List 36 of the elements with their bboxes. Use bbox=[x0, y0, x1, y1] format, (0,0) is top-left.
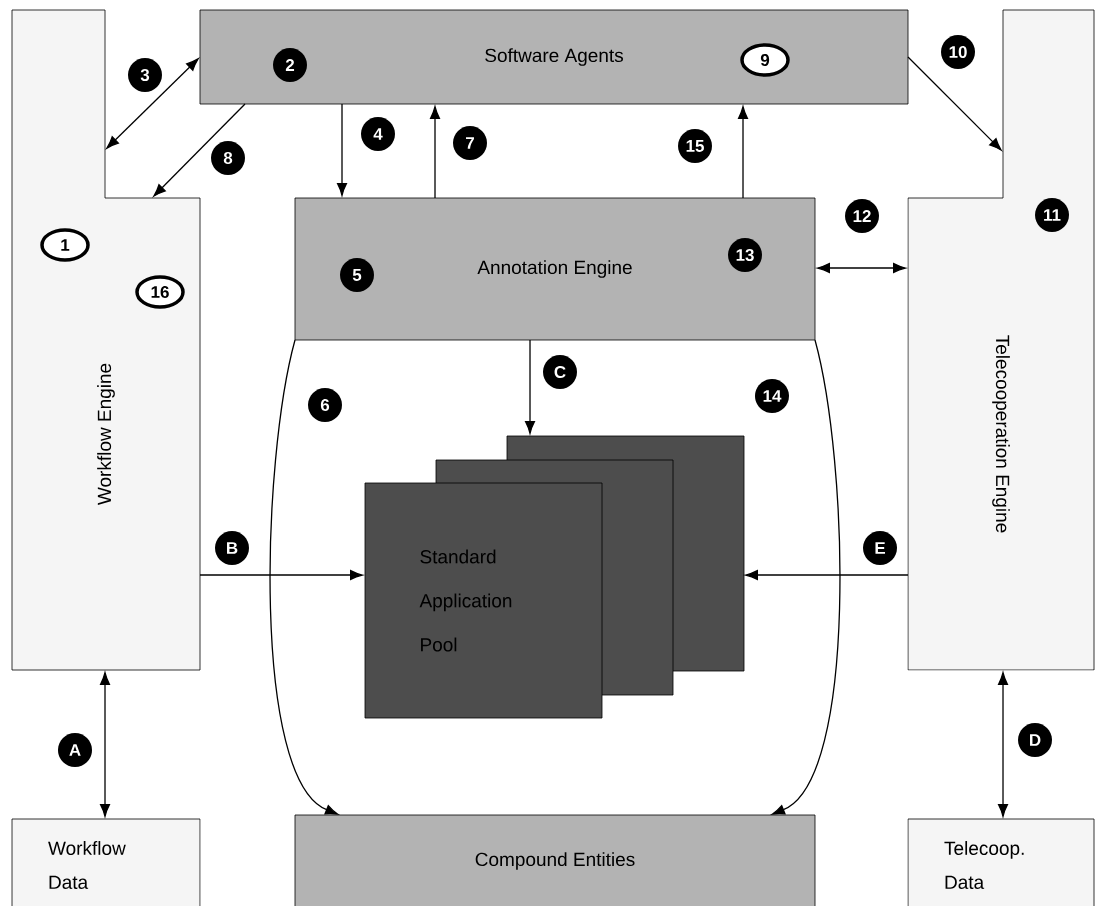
arrow bbox=[429, 106, 441, 199]
arrow bbox=[269, 339, 339, 815]
callout-number: E bbox=[863, 531, 897, 565]
stacked-sheets: Standard Application Pool bbox=[364, 435, 745, 719]
callout-number: 14 bbox=[755, 379, 789, 413]
callout-number: 3 bbox=[128, 58, 162, 92]
callout-number: B bbox=[215, 531, 249, 565]
callout-number: 6 bbox=[308, 388, 342, 422]
callout-number: 5 bbox=[340, 258, 374, 292]
callout-number: A bbox=[58, 733, 92, 767]
callout-number: 7 bbox=[453, 126, 487, 160]
arrow bbox=[738, 106, 749, 199]
data-box: Telecoop. Data bbox=[907, 818, 1095, 906]
arrow bbox=[998, 672, 1009, 817]
callout-number: 2 bbox=[273, 48, 307, 82]
callout-number: 12 bbox=[845, 199, 879, 233]
arrow bbox=[907, 56, 1002, 151]
arrow bbox=[524, 339, 536, 434]
callout-number: 10 bbox=[941, 35, 975, 69]
callout-number: 15 bbox=[678, 129, 712, 163]
callout-number: 4 bbox=[361, 117, 395, 151]
arrow bbox=[745, 570, 909, 581]
arrow bbox=[199, 570, 363, 581]
callout-number: 8 bbox=[211, 141, 245, 175]
callout-number: 13 bbox=[728, 238, 762, 272]
arrow bbox=[337, 103, 348, 196]
callout-number: C bbox=[543, 355, 577, 389]
arrow bbox=[817, 262, 906, 274]
arrow bbox=[771, 339, 841, 815]
arrow bbox=[99, 672, 111, 817]
process-box: Compound Entities bbox=[294, 814, 816, 906]
data-box: Workflow Data bbox=[11, 818, 201, 906]
callout-number: 11 bbox=[1035, 198, 1069, 232]
arrow bbox=[106, 58, 199, 149]
callout-number: D bbox=[1018, 723, 1052, 757]
arrow bbox=[153, 103, 246, 197]
